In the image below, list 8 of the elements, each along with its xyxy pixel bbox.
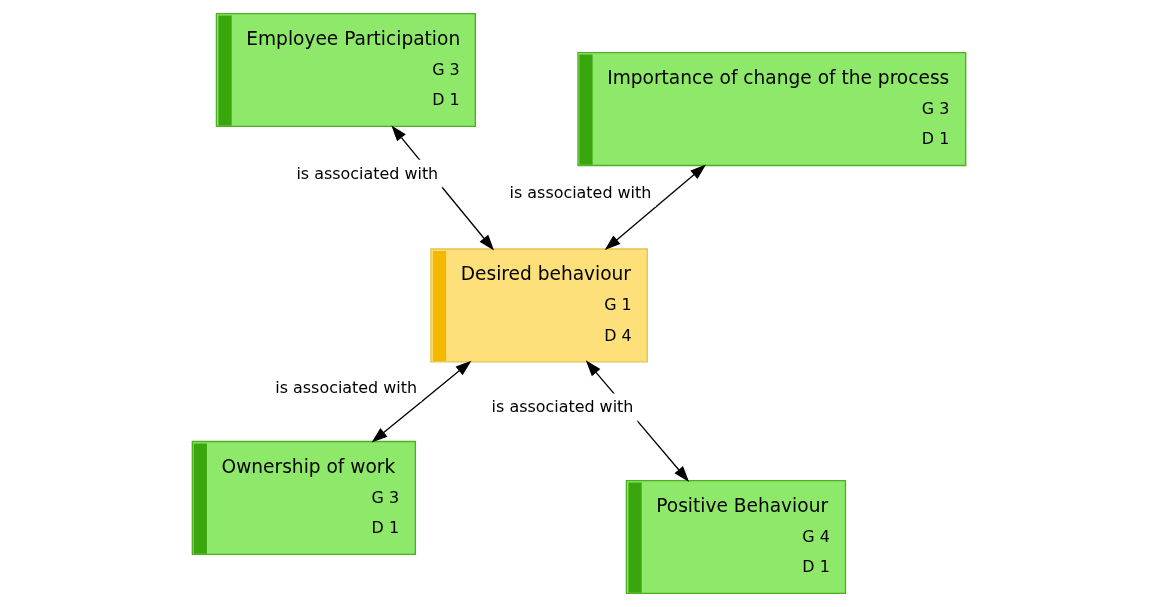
- arrow: [371, 360, 471, 443]
- arrow: [390, 125, 494, 251]
- edge-label: is associated with: [491, 397, 633, 417]
- arrow: [585, 360, 689, 482]
- edge-label: is associated with: [274, 377, 417, 397]
- edge-label: is associated with: [509, 182, 651, 202]
- arrow: [604, 164, 706, 251]
- edge-label: is associated with: [295, 163, 438, 183]
